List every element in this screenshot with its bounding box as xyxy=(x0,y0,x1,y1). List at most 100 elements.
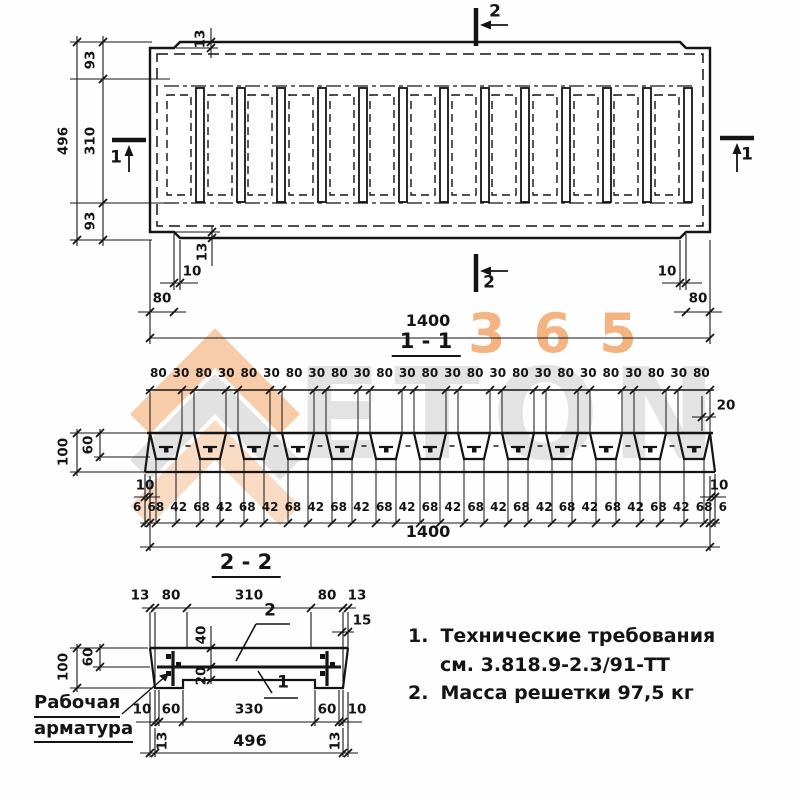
rebar-annotation-line2: арматура xyxy=(34,718,134,743)
dim-label: 30 xyxy=(489,366,507,380)
plan-dim-1400: 1400 xyxy=(405,311,451,330)
section-1-1-title: 1 - 1 xyxy=(391,331,461,357)
dim-label: 30 xyxy=(670,366,688,380)
dim-label: 42 xyxy=(398,500,416,514)
dim-label: 30 xyxy=(217,366,235,380)
plan-dim-13-top: 13 xyxy=(192,29,209,49)
rebar-annotation-line1: Рабочая xyxy=(34,692,121,718)
dim-label: 42 xyxy=(170,500,188,514)
s11-dim-60: 60 xyxy=(80,435,97,455)
dim-label: 80 xyxy=(331,366,348,380)
plan-view xyxy=(70,8,754,344)
dim-label: 68 xyxy=(193,500,210,514)
dim-label: 80 xyxy=(285,366,303,380)
s22-callout-1: 1 xyxy=(277,672,289,693)
s22-dim-15: 15 xyxy=(352,612,372,629)
s22-callout-2: 2 xyxy=(264,600,276,621)
plan-dim-10-right: 10 xyxy=(657,263,677,280)
dim-label: 42 xyxy=(216,500,233,514)
watermark-number: 365 xyxy=(468,302,665,365)
dim-label: 80 xyxy=(602,366,620,380)
dim-label: 80 xyxy=(195,366,212,380)
plan-outline xyxy=(148,40,712,240)
rebar-annotation: Рабочая арматура xyxy=(34,692,134,743)
s22-dim-20: 20 xyxy=(193,666,210,686)
s22-dim-13-tr: 13 xyxy=(347,587,367,604)
dim-label: 68 xyxy=(467,500,485,514)
s22-dim-496: 496 xyxy=(233,731,267,750)
note2-text: Масса решетки 97,5 кг xyxy=(440,682,694,704)
s22-dim-80-tr: 80 xyxy=(317,587,337,604)
plan-dim-310: 310 xyxy=(82,126,99,156)
s11-dim-1400: 1400 xyxy=(405,522,451,541)
dim-label: 30 xyxy=(398,366,416,380)
s22-dim-330: 330 xyxy=(234,701,264,718)
dim-label: 30 xyxy=(308,366,326,380)
section-marker-1-left: 1 xyxy=(110,147,122,168)
plan-dim-height-total: 496 xyxy=(55,126,72,156)
s22-dim-60-br: 60 xyxy=(317,701,337,718)
technical-notes: 1. Технические требования см. 3.818.9-2.… xyxy=(408,622,793,708)
s22-dim-10-bl: 10 xyxy=(132,701,152,718)
dim-label: 42 xyxy=(261,500,279,514)
plan-dim-13-bottom: 13 xyxy=(194,242,211,262)
dim-label: 68 xyxy=(650,500,667,514)
dim-label: 68 xyxy=(695,500,713,514)
plan-dim-80-right: 80 xyxy=(688,290,708,307)
dim-label: 30 xyxy=(579,366,597,380)
dim-label: 68 xyxy=(558,500,576,514)
dim-label: 68 xyxy=(604,500,622,514)
s22-dim-100: 100 xyxy=(55,652,72,682)
section-marker-2-top: 2 xyxy=(489,1,501,22)
dim-label: 30 xyxy=(263,366,280,380)
plan-dim-93-bottom: 93 xyxy=(82,211,99,231)
section-1-1 xyxy=(70,384,726,552)
dim-label: 30 xyxy=(172,366,190,380)
dim-label: 42 xyxy=(490,500,507,514)
callout-leaders xyxy=(121,623,298,715)
s11-dim-20: 20 xyxy=(716,397,736,414)
dim-label: 68 xyxy=(513,500,530,514)
dim-label: 68 xyxy=(284,500,302,514)
dim-label: 68 xyxy=(147,500,165,514)
s22-dim-60-bl: 60 xyxy=(161,701,181,718)
dim-label: 80 xyxy=(693,366,710,380)
dim-label: 80 xyxy=(466,366,484,380)
s22-dim-13-tl: 13 xyxy=(130,587,150,604)
dim-label: 42 xyxy=(307,500,325,514)
dim-label: 30 xyxy=(625,366,642,380)
s22-dim-310: 310 xyxy=(234,587,264,604)
s11-dim-10-right: 10 xyxy=(709,477,729,494)
section-2-2 xyxy=(70,603,362,758)
plan-dim-10-left: 10 xyxy=(182,263,202,280)
dim-label: 6 xyxy=(718,500,727,514)
dim-label: 80 xyxy=(376,366,393,380)
dim-label: 42 xyxy=(535,500,553,514)
plan-band-lines xyxy=(164,85,696,204)
section-2-2-outline xyxy=(148,647,350,690)
section-marker-2-bottom: 2 xyxy=(483,272,495,293)
s22-dim-13-bl: 13 xyxy=(154,731,171,751)
dim-label: 42 xyxy=(672,500,690,514)
plan-inner-dashed xyxy=(156,53,704,227)
dim-label: 68 xyxy=(238,500,256,514)
section-marker-1-right: 1 xyxy=(741,144,753,165)
section-cut-markers xyxy=(112,8,754,292)
dim-label: 80 xyxy=(240,366,258,380)
dim-label: 68 xyxy=(375,500,393,514)
dim-label: 30 xyxy=(353,366,371,380)
dim-label: 30 xyxy=(444,366,461,380)
note1-number: 1. xyxy=(408,625,429,647)
dim-label: 80 xyxy=(421,366,439,380)
dim-label: 80 xyxy=(150,366,167,380)
dim-label: 68 xyxy=(421,500,439,514)
s22-dim-60: 60 xyxy=(80,647,97,667)
s22-dim-40: 40 xyxy=(193,625,210,645)
dim-label: 68 xyxy=(330,500,347,514)
note1-continuation: см. 3.818.9-2.3/91-ТТ xyxy=(440,653,670,676)
section11-top-dims: 80 30 80 30 80 30 80 30 80 30 80 30 80 30 80 30 80 30 80 30… xyxy=(150,366,710,380)
s22-dim-10-br: 10 xyxy=(347,701,367,718)
s22-dim-80-tl: 80 xyxy=(161,587,181,604)
